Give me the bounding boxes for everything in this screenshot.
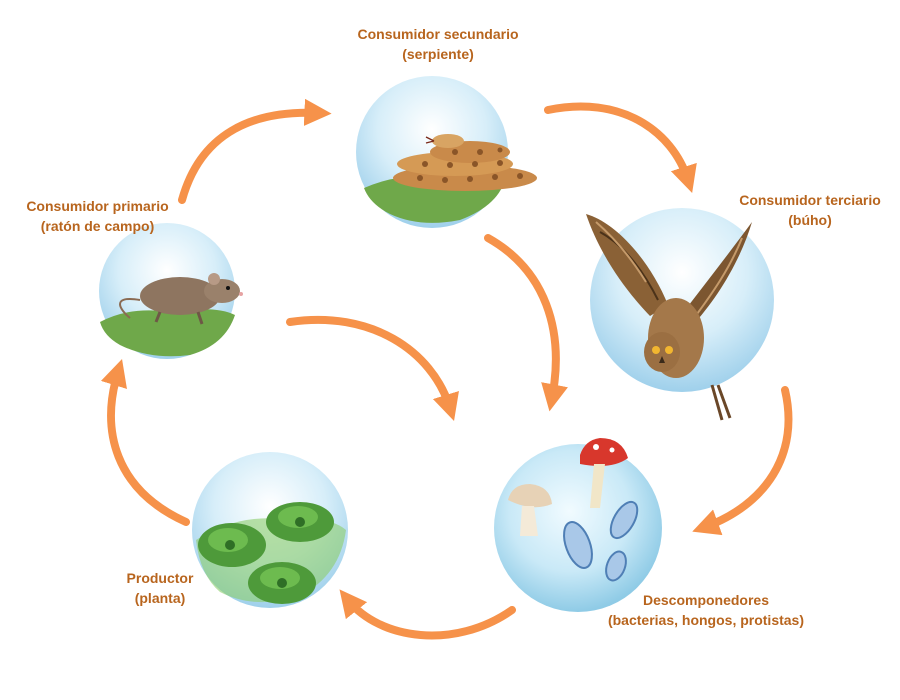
arrow-secundario-to-terciario bbox=[544, 102, 697, 193]
node-productor bbox=[192, 452, 348, 608]
label-terciario-title: Consumidor terciario bbox=[739, 192, 881, 208]
label-descomponedores-title: Descomponedores bbox=[642, 592, 770, 608]
label-secundario-subtitle: (serpiente) bbox=[402, 46, 474, 62]
mushroom-icon bbox=[508, 438, 628, 536]
label-terciario-subtitle: (búho) bbox=[788, 212, 832, 228]
label-primario-title: Consumidor primario bbox=[26, 198, 169, 214]
arrow-productor-to-primario bbox=[100, 359, 190, 526]
label-primario: Consumidor primario (ratón de campo) bbox=[15, 196, 180, 236]
mouse-icon bbox=[119, 273, 243, 325]
arrow-primario-to-secundario bbox=[178, 98, 332, 204]
label-productor-title: Productor bbox=[126, 570, 194, 586]
label-secundario-title: Consumidor secundario bbox=[357, 26, 519, 42]
snake-icon bbox=[393, 134, 537, 191]
owl-icon bbox=[586, 214, 752, 421]
node-terciario bbox=[586, 208, 774, 421]
label-secundario: Consumidor secundario (serpiente) bbox=[338, 24, 538, 64]
label-productor: Productor (planta) bbox=[100, 568, 220, 608]
label-primario-subtitle: (ratón de campo) bbox=[40, 218, 155, 234]
microbe-icon bbox=[563, 500, 639, 582]
label-descomponedores-subtitle: (bacterias, hongos, protistas) bbox=[607, 612, 805, 628]
arrow-primario-to-descomponedores bbox=[286, 315, 459, 421]
arrow-secundario-to-descomponedores bbox=[484, 234, 568, 412]
node-primario bbox=[99, 223, 243, 359]
arrow-descomponedores-to-productor bbox=[339, 589, 516, 640]
label-descomponedores: Descomponedores (bacterias, hongos, prot… bbox=[600, 590, 812, 630]
label-productor-subtitle: (planta) bbox=[134, 590, 186, 606]
plant-icon bbox=[198, 502, 334, 604]
node-descomponedores bbox=[494, 438, 662, 612]
arrow-terciario-to-descomponedores bbox=[692, 386, 793, 536]
node-secundario bbox=[356, 76, 537, 228]
label-terciario: Consumidor terciario (búho) bbox=[720, 190, 900, 230]
